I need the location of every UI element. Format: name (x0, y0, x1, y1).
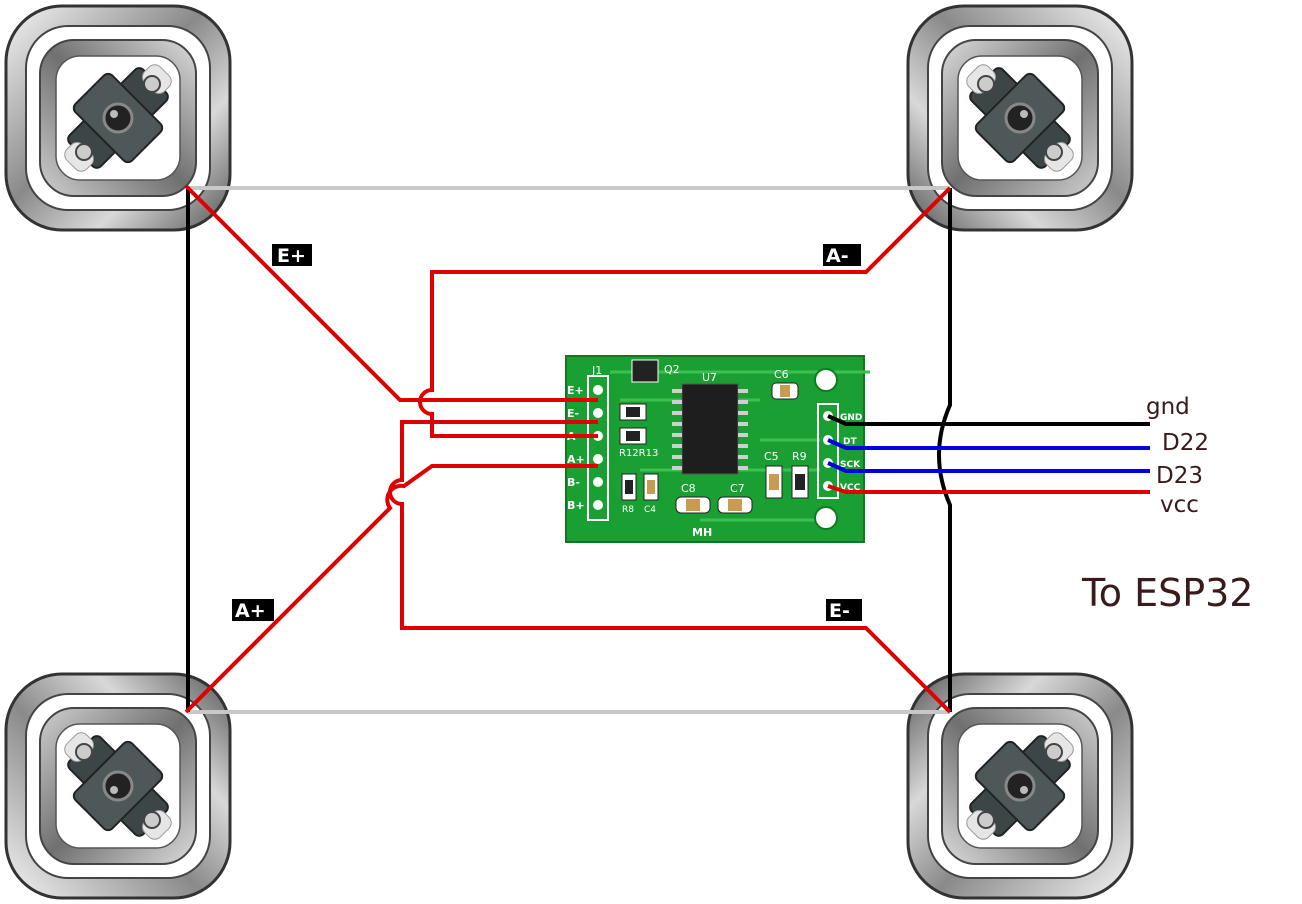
output-header (817, 403, 839, 499)
mount-hole-bottom (814, 506, 838, 530)
black-wire-gnd (827, 414, 1150, 426)
svg-text:E+: E+ (277, 245, 306, 267)
hx711-board: J1 E+ E- A- A+ B- B+ GND DT SCK VCC Q2 U… (565, 355, 870, 543)
blue-wire-sck (827, 461, 1150, 473)
u7-label: U7 (702, 371, 717, 384)
svg-text:A-: A- (826, 245, 849, 267)
c7-label: C7 (730, 482, 745, 495)
red-wire-e-plus (184, 184, 598, 402)
esp-pin-d23: D23 (1156, 463, 1203, 489)
pin-label-a-plus: A+ (567, 453, 585, 466)
label-a-plus: A+ (232, 599, 274, 622)
load-cell-bottom-right (906, 672, 1134, 900)
j1-header (587, 375, 609, 521)
black-wire-right (937, 188, 952, 712)
esp-pin-d22: D22 (1162, 430, 1209, 456)
blue-wire-dt (827, 438, 1150, 450)
pin-label-dt: DT (843, 437, 857, 447)
label-e-minus: E- (826, 599, 862, 622)
r9-label: R9 (792, 450, 807, 463)
pin-label-sck: SCK (840, 460, 861, 470)
esp-pin-vcc: vcc (1160, 492, 1199, 518)
red-wire-vcc (827, 484, 1150, 494)
pin-label-vcc: VCC (840, 483, 861, 493)
red-wire-a-plus (184, 464, 598, 714)
c5-label: C5 (764, 450, 779, 463)
to-esp32-label: To ESP32 (1081, 571, 1253, 615)
load-cell-bottom-left (4, 672, 232, 900)
pin-label-gnd: GND (840, 413, 862, 423)
pin-label-e-plus: E+ (567, 384, 584, 397)
pin-label-b-minus: B- (567, 476, 580, 489)
c8-label: C8 (681, 482, 696, 495)
red-wire-a-minus (418, 186, 952, 438)
svg-text:E-: E- (829, 600, 850, 622)
esp-pin-gnd: gnd (1146, 394, 1190, 420)
r8-label: R8 (622, 505, 634, 515)
pin-label-b-plus: B+ (567, 499, 585, 512)
r12r13-label: R12R13 (619, 448, 658, 459)
c4-label: C4 (644, 505, 656, 515)
label-e-plus: E+ (272, 244, 312, 267)
mh-label: MH (692, 526, 712, 539)
c6-label: C6 (774, 368, 789, 381)
q2-label: Q2 (664, 363, 680, 376)
mount-hole-top (814, 368, 838, 392)
svg-text:A+: A+ (235, 600, 266, 622)
q2-transistor (631, 359, 659, 383)
u7-chip (672, 383, 748, 475)
pin-label-e-minus: E- (567, 407, 579, 420)
label-a-minus: A- (823, 244, 861, 267)
j1-label: J1 (591, 364, 602, 377)
